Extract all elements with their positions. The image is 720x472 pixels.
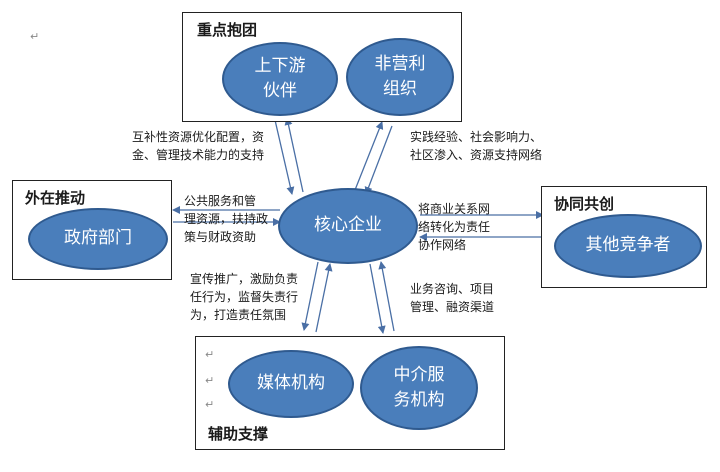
node-partners: 上下游 伙伴 xyxy=(222,42,338,116)
label-competitors-flow: 将商业关系网 络转化为责任 协作网络 xyxy=(418,200,490,254)
node-media-label: 媒体机构 xyxy=(257,373,325,394)
label-intermediary-flow-line2: 管理、融资渠道 xyxy=(410,300,495,314)
node-intermediary-line1: 中介服 xyxy=(393,364,445,385)
node-partners-line1: 上下游 xyxy=(254,55,306,76)
label-nonprofit-flow-line1: 实践经验、社会影响力、 xyxy=(410,130,543,144)
node-partners-line2: 伙伴 xyxy=(263,81,297,101)
label-competitors-flow-line3: 协作网络 xyxy=(418,238,467,252)
paragraph-mark: ↵ xyxy=(205,374,215,387)
arrow-core-to-media xyxy=(301,261,319,331)
label-media-flow-line2: 任行为，监督失责行 xyxy=(190,290,299,304)
label-government-flow-line2: 理资源，扶持政 xyxy=(184,212,269,226)
label-competitors-flow-line2: 络转化为责任 xyxy=(418,220,491,234)
node-nonprofit-line2: 组织 xyxy=(383,79,417,99)
node-media: 媒体机构 xyxy=(228,350,354,418)
group-external-title: 外在推动 xyxy=(25,189,86,207)
group-cooperate-title: 协同共创 xyxy=(554,195,615,213)
label-nonprofit-flow: 实践经验、社会影响力、 社区渗入、资源支持网络 xyxy=(410,128,542,164)
label-nonprofit-flow-line2: 社区渗入、资源支持网络 xyxy=(410,148,543,162)
label-partners-flow: 互补性资源优化配置，资 金、管理技术能力的支持 xyxy=(132,128,264,164)
arrow-core-to-partners xyxy=(284,117,304,193)
label-government-flow-line1: 公共服务和管 xyxy=(184,194,257,208)
label-media-flow-line1: 宣传推广，激励负责 xyxy=(190,272,299,286)
label-intermediary-flow-line1: 业务咨询、项目 xyxy=(410,282,495,296)
arrow-nonprofit-to-core xyxy=(364,125,393,195)
node-nonprofit: 非营利 组织 xyxy=(346,38,454,116)
arrow-core-to-nonprofit xyxy=(354,121,384,191)
node-government-label: 政府部门 xyxy=(64,228,132,249)
label-partners-flow-line2: 金、管理技术能力的支持 xyxy=(132,148,265,162)
label-government-flow-line3: 策与财政资助 xyxy=(184,230,257,244)
paragraph-mark: ↵ xyxy=(205,398,215,411)
label-competitors-flow-line1: 将商业关系网 xyxy=(418,202,491,216)
node-government: 政府部门 xyxy=(28,208,168,270)
group-key-title: 重点抱团 xyxy=(197,21,258,39)
node-intermediary-line2: 务机构 xyxy=(393,390,445,410)
label-partners-flow-line1: 互补性资源优化配置，资 xyxy=(132,130,265,144)
label-media-flow-line3: 为，打造责任氛围 xyxy=(190,308,287,322)
node-core-label: 核心企业 xyxy=(314,215,382,236)
group-support-title: 辅助支撑 xyxy=(208,425,269,443)
arrow-core-to-intermediary xyxy=(369,263,386,334)
label-intermediary-flow: 业务咨询、项目 管理、融资渠道 xyxy=(410,280,494,316)
arrow-intermediary-to-core xyxy=(378,261,395,332)
node-core: 核心企业 xyxy=(278,188,418,264)
node-intermediary: 中介服 务机构 xyxy=(360,346,478,430)
arrow-partners-to-core xyxy=(274,119,295,195)
node-competitors-label: 其他竞争者 xyxy=(585,235,671,256)
node-competitors: 其他竞争者 xyxy=(554,214,702,278)
paragraph-mark: ↵ xyxy=(30,30,40,43)
label-media-flow: 宣传推广，激励负责 任行为，监督失责行 为，打造责任氛围 xyxy=(190,270,298,324)
node-nonprofit-line1: 非营利 xyxy=(374,53,426,74)
paragraph-mark: ↵ xyxy=(205,348,215,361)
arrow-media-to-core xyxy=(315,263,333,333)
label-government-flow: 公共服务和管 理资源，扶持政 策与财政资助 xyxy=(184,192,268,246)
